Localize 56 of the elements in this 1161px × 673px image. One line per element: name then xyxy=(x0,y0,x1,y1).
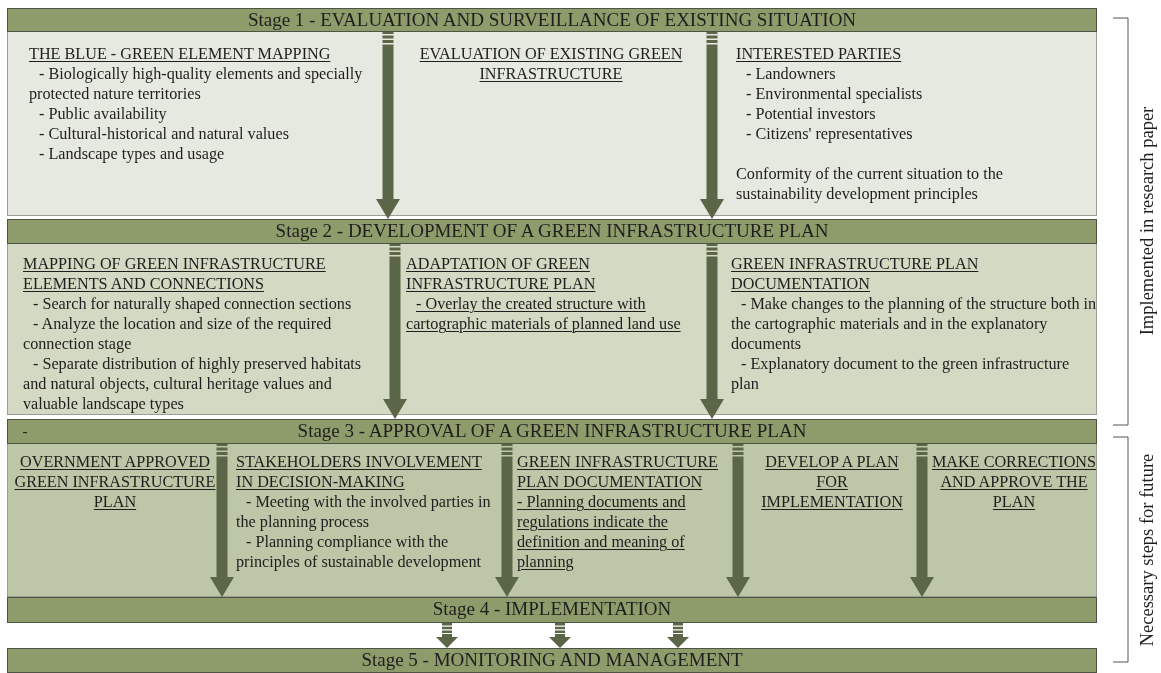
bullet-item: - Landowners xyxy=(745,64,837,84)
side-label: Necessary steps for future xyxy=(1136,453,1158,647)
bullet-item: - Search for naturally shaped connection sections xyxy=(32,294,353,314)
arrow xyxy=(210,443,234,597)
bullet-item: - Environmental specialists xyxy=(745,84,924,104)
stage-panel xyxy=(7,31,1097,216)
stage-title: Stage 3 - APPROVAL OF A GREEN INFRASTRUCTURE PLAN xyxy=(297,420,807,442)
bullet-item: - Overlay the created structure with cartographic materials of planned land use xyxy=(406,294,682,334)
stage-panel xyxy=(7,243,1097,415)
section-heading: INTERESTED PARTIES xyxy=(736,44,903,64)
arrow xyxy=(383,243,407,419)
section-heading: GREEN INFRASTRUCTURE PLAN DOCUMENTATION xyxy=(731,254,980,294)
dash-mark: - xyxy=(22,422,28,440)
section-heading: MAPPING OF GREEN INFRASTRUCTURE ELEMENTS AND CONNECTIONS xyxy=(23,254,327,294)
arrow xyxy=(700,243,724,419)
bullet-item: - Meeting with the involved parties in the planning process xyxy=(236,492,492,532)
section-heading: OVERNMENT APPROVED GREEN INFRASTRUCTURE PLAN xyxy=(13,452,217,512)
stage-header-bar xyxy=(7,219,1097,244)
stage-header-bar xyxy=(7,8,1097,32)
arrow xyxy=(495,443,519,597)
bullet-item: - Landscape types and usage xyxy=(38,144,226,164)
arrow xyxy=(700,31,724,219)
arrow xyxy=(436,623,458,648)
arrow xyxy=(549,623,571,648)
bullet-item: - Analyze the location and size of the required connection stage xyxy=(23,314,333,354)
stage-header-bar xyxy=(7,597,1097,623)
stage-title: Stage 1 - EVALUATION AND SURVEILLANCE OF EXISTING SITUATION xyxy=(247,9,857,31)
bullet-item: - Make changes to the planning of the structure both in the cartographic materials and in the explanatory documents xyxy=(731,294,1098,354)
arrow xyxy=(667,623,689,648)
bullet-item: - Potential investors xyxy=(745,104,877,124)
arrow xyxy=(910,443,934,597)
bullet-item: - Public availability xyxy=(38,104,168,124)
stage-title: Stage 5 - MONITORING AND MANAGEMENT xyxy=(361,649,743,671)
note-text: Conformity of the current situation to the sustainability development principles xyxy=(736,164,1005,204)
bullet-item: - Citizens' representatives xyxy=(745,124,914,144)
bullet-item: - Planning documents and regulations indicate the definition and meaning of planning xyxy=(517,492,687,572)
section-heading: ADAPTATION OF GREEN INFRASTRUCTURE PLAN xyxy=(406,254,597,294)
stage-header-bar xyxy=(7,648,1097,673)
bullet-item: - Planning compliance with the principles of sustainable development xyxy=(236,532,482,572)
stage-panel xyxy=(7,443,1097,597)
stage-title: Stage 2 - DEVELOPMENT OF A GREEN INFRASTRUCTURE PLAN xyxy=(275,220,829,242)
stage-header-bar xyxy=(7,419,1097,444)
bullet-item: - Separate distribution of highly preserved habitats and natural objects, cultural heritage values and valuable landscape types xyxy=(23,354,363,414)
arrow xyxy=(376,31,400,219)
side-label: Implemented in research paper xyxy=(1136,106,1158,336)
section-heading: DEVELOP A PLAN FOR IMPLEMENTATION xyxy=(760,452,904,512)
bullet-item: - Cultural-historical and natural values xyxy=(38,124,290,144)
section-heading: GREEN INFRASTRUCTURE PLAN DOCUMENTATION xyxy=(517,452,719,492)
section-heading: THE BLUE - GREEN ELEMENT MAPPING xyxy=(29,44,332,64)
section-heading: EVALUATION OF EXISTING GREEN INFRASTRUCTURE xyxy=(418,44,684,84)
section-heading: STAKEHOLDERS INVOLVEMENT IN DECISION-MAKING xyxy=(236,452,483,492)
arrow xyxy=(726,443,750,597)
section-heading: MAKE CORRECTIONS AND APPROVE THE PLAN xyxy=(931,452,1097,512)
stage-title: Stage 4 - IMPLEMENTATION xyxy=(432,598,672,620)
bullet-item: - Biologically high-quality elements and specially protected nature territories xyxy=(29,64,364,104)
bullet-item: - Explanatory document to the green infrastructure plan xyxy=(731,354,1071,394)
